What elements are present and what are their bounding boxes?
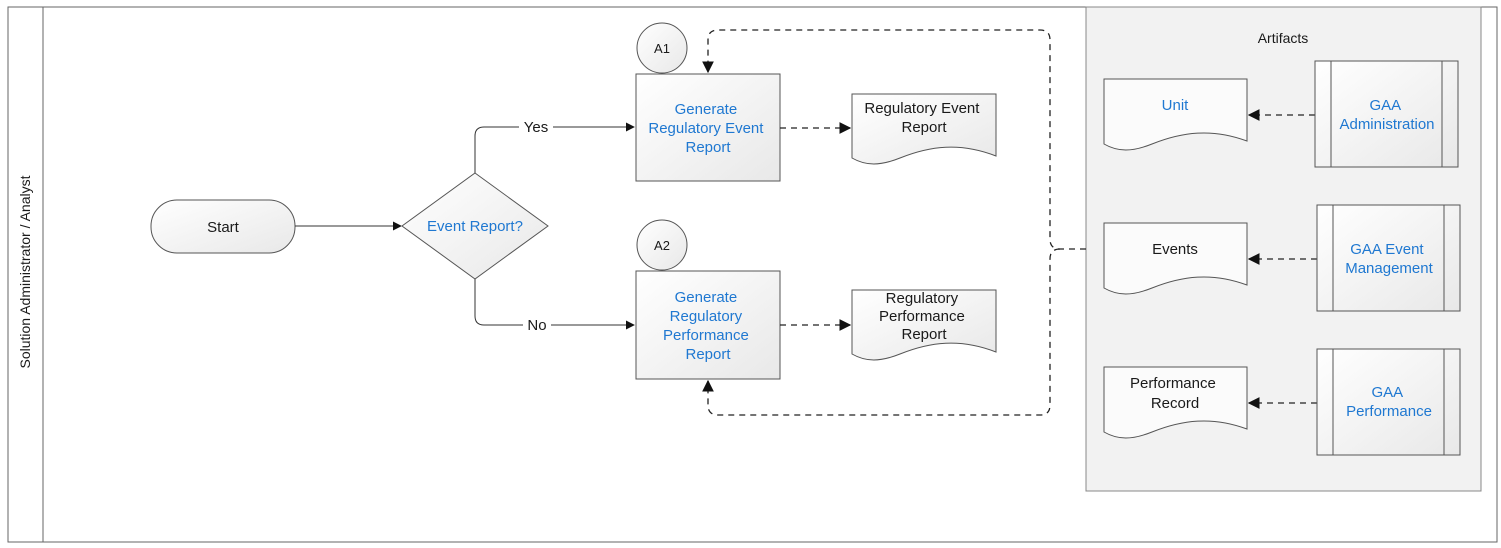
module-gaa-event-management[interactable]	[1316, 204, 1461, 312]
artifact-unit[interactable]	[1103, 78, 1248, 151]
lane-label: Solution Administrator / Analyst	[17, 175, 33, 368]
connector-a2[interactable]	[636, 219, 688, 271]
step-perf-line-1: Generate	[675, 289, 738, 306]
doc-perf-line-1: Regulatory	[886, 290, 959, 307]
artifact-events-label: Events	[1152, 241, 1198, 258]
edge-no-label: No	[527, 317, 546, 334]
artifact-unit-label[interactable]: Unit	[1162, 97, 1190, 114]
edge-no	[474, 279, 635, 330]
module-perf-line-2: Performance	[1346, 403, 1432, 420]
step-generate-performance-report[interactable]	[635, 270, 781, 380]
step-perf-line-4: Report	[685, 346, 731, 363]
decision-label[interactable]: Event Report?	[427, 218, 523, 235]
step-perf-line-3: Performance	[663, 327, 749, 344]
step-event-line-1: Generate	[675, 101, 738, 118]
doc-event-text: Regulatory Event Report	[864, 100, 983, 136]
module-perf-line-1: GAA	[1371, 384, 1403, 401]
module-event-line-2: Management	[1345, 260, 1433, 277]
artifact-perf-line-1: Performance	[1130, 375, 1216, 392]
doc-perf-line-3: Report	[901, 326, 947, 343]
step-generate-event-report[interactable]	[635, 73, 781, 182]
edge-yes-label: Yes	[524, 119, 548, 136]
doc-regulatory-performance-report[interactable]	[851, 289, 997, 361]
module-event-text[interactable]: GAA Event Management	[1345, 241, 1433, 277]
module-event-line-1: GAA Event	[1350, 241, 1424, 258]
module-admin-text[interactable]: GAA Administration	[1339, 97, 1434, 133]
artifact-events[interactable]	[1103, 222, 1248, 295]
module-gaa-performance[interactable]	[1316, 348, 1461, 456]
step-event-line-3: Report	[685, 139, 731, 156]
edge-yes	[474, 122, 635, 173]
swimlane-header	[7, 6, 44, 543]
edge-artifacts-to-performance	[702, 248, 1061, 416]
doc-event-line-1: Regulatory Event	[864, 100, 980, 117]
connector-a1[interactable]	[636, 22, 688, 74]
module-admin-line-1: GAA	[1369, 97, 1401, 114]
connector-a2-label: A2	[654, 238, 670, 253]
artifacts-title: Artifacts	[1258, 30, 1309, 46]
doc-perf-text: Regulatory Performance Report	[879, 290, 969, 343]
step-perf-line-2: Regulatory	[670, 308, 743, 325]
module-gaa-administration[interactable]	[1314, 60, 1459, 168]
yes-label-bg	[519, 119, 553, 135]
doc-regulatory-event-report[interactable]	[851, 93, 997, 165]
doc-perf-line-2: Performance	[879, 308, 965, 325]
artifact-perf-line-2: Record	[1151, 395, 1199, 412]
module-admin-line-2: Administration	[1339, 116, 1434, 133]
connector-a1-label: A1	[654, 41, 670, 56]
no-label-bg	[523, 317, 551, 333]
step-event-line-2: Regulatory Event	[648, 120, 764, 137]
start-label: Start	[207, 219, 240, 236]
step-event-text[interactable]: Generate Regulatory Event Report	[648, 101, 767, 156]
edge-artifacts-to-event	[702, 29, 1086, 250]
artifact-performance-record[interactable]	[1103, 366, 1248, 439]
step-perf-text[interactable]: Generate Regulatory Performance Report	[663, 289, 753, 363]
artifact-perf-text: Performance Record	[1130, 375, 1220, 412]
doc-event-line-2: Report	[901, 119, 947, 136]
module-perf-text[interactable]: GAA Performance	[1346, 384, 1432, 420]
